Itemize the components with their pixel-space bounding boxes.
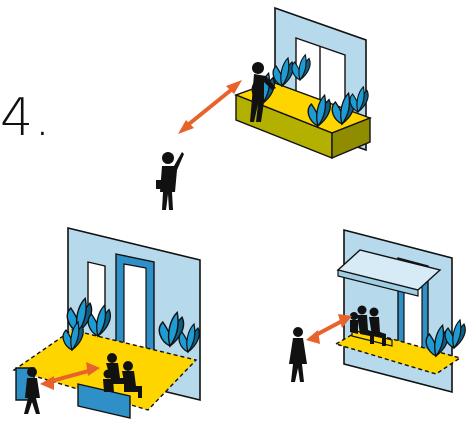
double-arrow-icon (306, 314, 352, 344)
step-number: 4. (0, 88, 52, 148)
person-icon (289, 327, 307, 382)
double-arrow-icon (178, 80, 242, 134)
person-icon (156, 152, 184, 210)
plaza-floor (12, 329, 198, 411)
person-icon (103, 353, 142, 398)
double-arrow-icon (40, 362, 100, 390)
bench-canopy-scene (289, 228, 466, 394)
person-icon (250, 62, 276, 122)
bench-floor (334, 329, 462, 375)
plaza-scene (12, 226, 201, 419)
balcony-scene (156, 6, 372, 210)
person-icon (24, 367, 40, 414)
person-icon (350, 305, 386, 346)
